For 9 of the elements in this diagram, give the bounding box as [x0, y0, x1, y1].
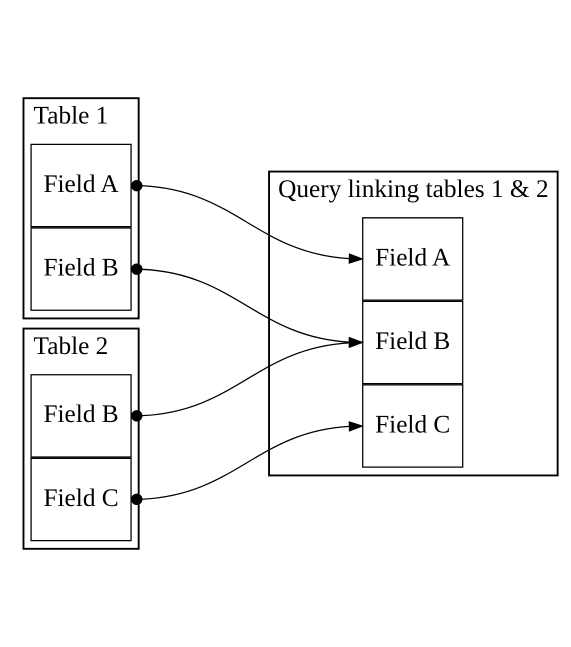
node-box: Field B	[30, 374, 132, 458]
node-box: Field B	[362, 300, 464, 384]
arrow	[131, 180, 364, 264]
node-box: Field C	[30, 458, 132, 542]
node-box: Field A	[30, 144, 132, 228]
node-box: Field B	[30, 227, 132, 311]
node-box: Field C	[362, 384, 464, 468]
arrow	[131, 421, 364, 506]
node-box: Field A	[362, 217, 464, 301]
